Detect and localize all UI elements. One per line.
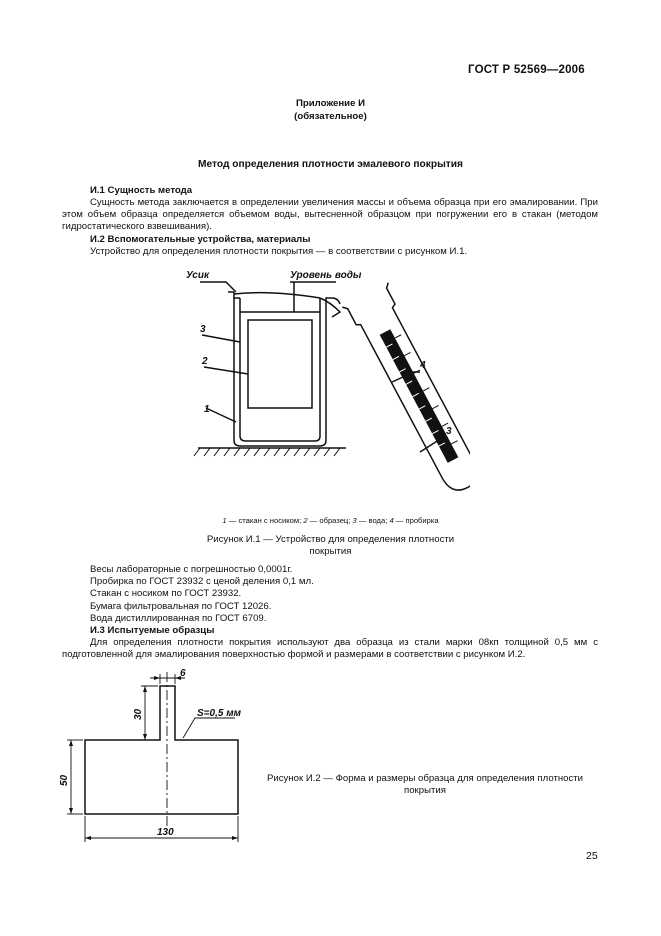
figure-1-legend: 1 — стакан с носиком; 2 — образец; 3 — в… [222, 516, 439, 525]
material-item: Пробирка по ГОСТ 23932 с ценой деления 0… [90, 576, 314, 588]
main-title: Метод определения плотности эмалевого по… [198, 159, 463, 170]
sample-outline [84, 685, 239, 815]
section-3-text: Для определения плотности покрытия испол… [62, 637, 598, 661]
graduation-scale [379, 329, 459, 463]
section-1-heading: И.1 Сущность метода [90, 185, 193, 196]
sample-plate [247, 319, 313, 409]
section-2-heading: И.2 Вспомогательные устройства, материал… [90, 234, 311, 245]
label-1-beaker: 1 [204, 404, 210, 415]
dim-neck-height: 30 [133, 708, 144, 720]
material-item: Весы лабораторные с погрешностью 0,0001г… [90, 564, 293, 575]
label-4-test-tube: 4 [419, 360, 426, 371]
label-3-water-tube: 3 [446, 426, 452, 437]
label-3-water: 3 [200, 324, 206, 335]
label-spout: Усик [186, 270, 210, 281]
beaker-inner [239, 298, 321, 442]
dim-thickness: S=0,5 мм [197, 708, 242, 719]
figure-2-caption: Рисунок И.2 — Форма и размеры образца дл… [266, 773, 584, 796]
figure-1-apparatus: Усик Уровень воды 3 2 1 4 3 [186, 270, 470, 491]
material-item: Стакан с носиком по ГОСТ 23932. [90, 588, 242, 600]
page-number: 25 [586, 850, 598, 862]
material-item: Бумага фильтровальная по ГОСТ 12026. [90, 600, 272, 612]
materials-list: Весы лабораторные с погрешностью 0,0001г… [90, 564, 314, 625]
dim-width: 130 [157, 827, 174, 838]
figure-1-caption: Рисунок И.1 — Устройство для определения… [206, 534, 455, 557]
beaker-outer [233, 292, 341, 447]
test-tube [342, 282, 470, 491]
section-2-text: Устройство для определения плотности пок… [90, 246, 468, 257]
document-code: ГОСТ Р 52569—2006 [468, 64, 585, 76]
section-1-text: Сущность метода заключается в определени… [62, 197, 598, 233]
section-3-heading: И.3 Испытуемые образцы [90, 625, 215, 636]
label-2-sample: 2 [201, 356, 208, 367]
dim-neck-width: 6 [180, 668, 186, 679]
figure-2-sample-drawing: 6 30 S=0,5 мм 50 130 [59, 668, 242, 842]
label-water-level: Уровень воды [290, 270, 362, 281]
material-item: Вода дистиллированная по ГОСТ 6709. [90, 612, 267, 624]
dim-height: 50 [59, 774, 70, 786]
appendix-status: (обязательное) [294, 111, 367, 122]
appendix-title: Приложение И [296, 98, 365, 109]
